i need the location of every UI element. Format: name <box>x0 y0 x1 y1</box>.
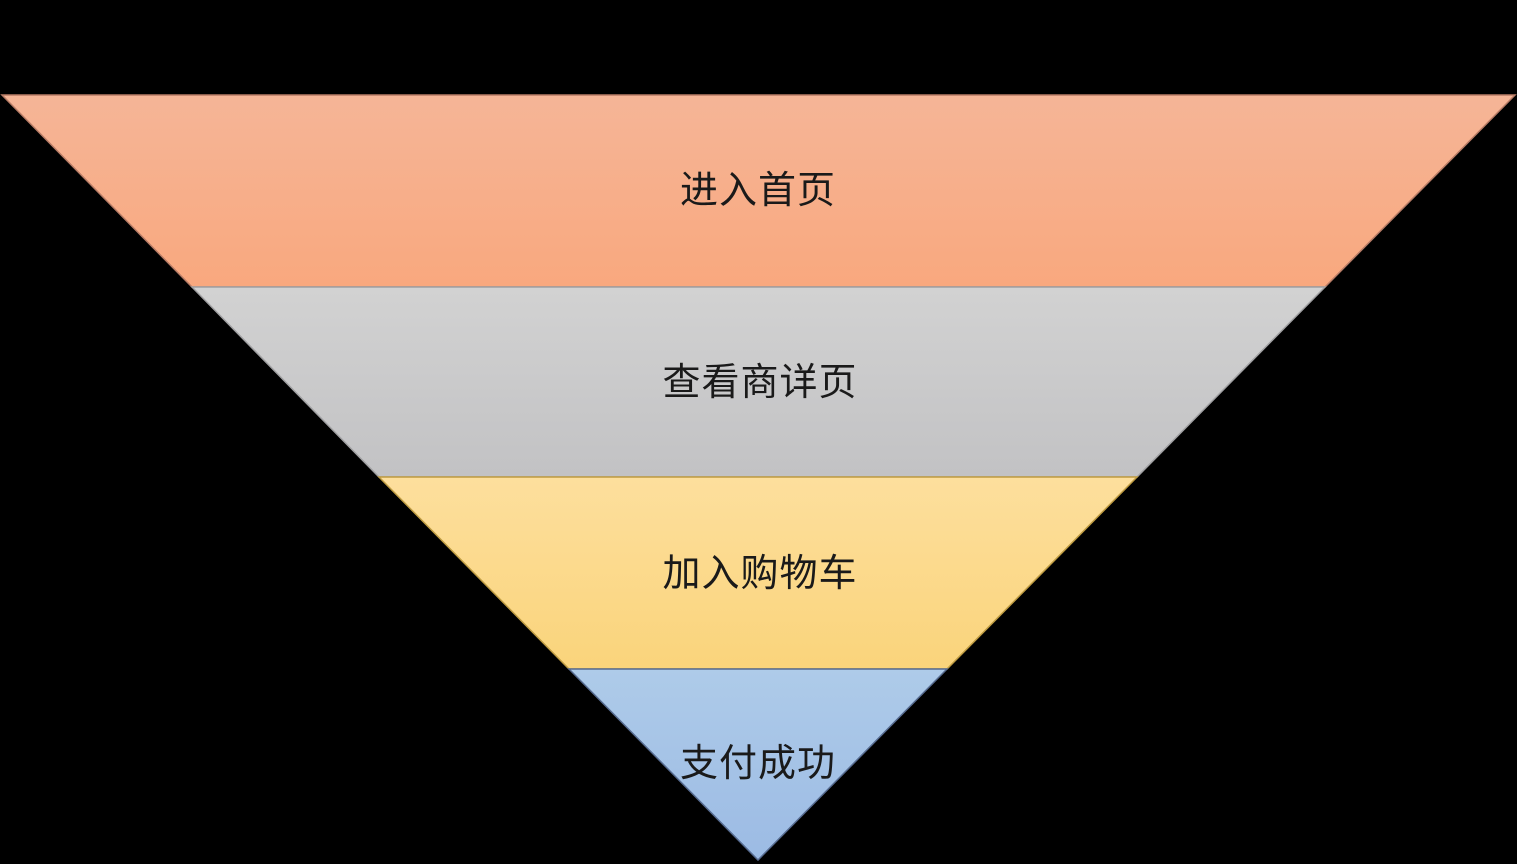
funnel-stage-2-label: 查看商详页 <box>662 362 857 404</box>
funnel-stage-4-shape <box>567 668 949 862</box>
funnel-stage-1-label: 进入首页 <box>680 170 836 212</box>
funnel-stage-4-label: 支付成功 <box>680 743 836 785</box>
funnel-stage-3-label: 加入购物车 <box>662 553 857 595</box>
